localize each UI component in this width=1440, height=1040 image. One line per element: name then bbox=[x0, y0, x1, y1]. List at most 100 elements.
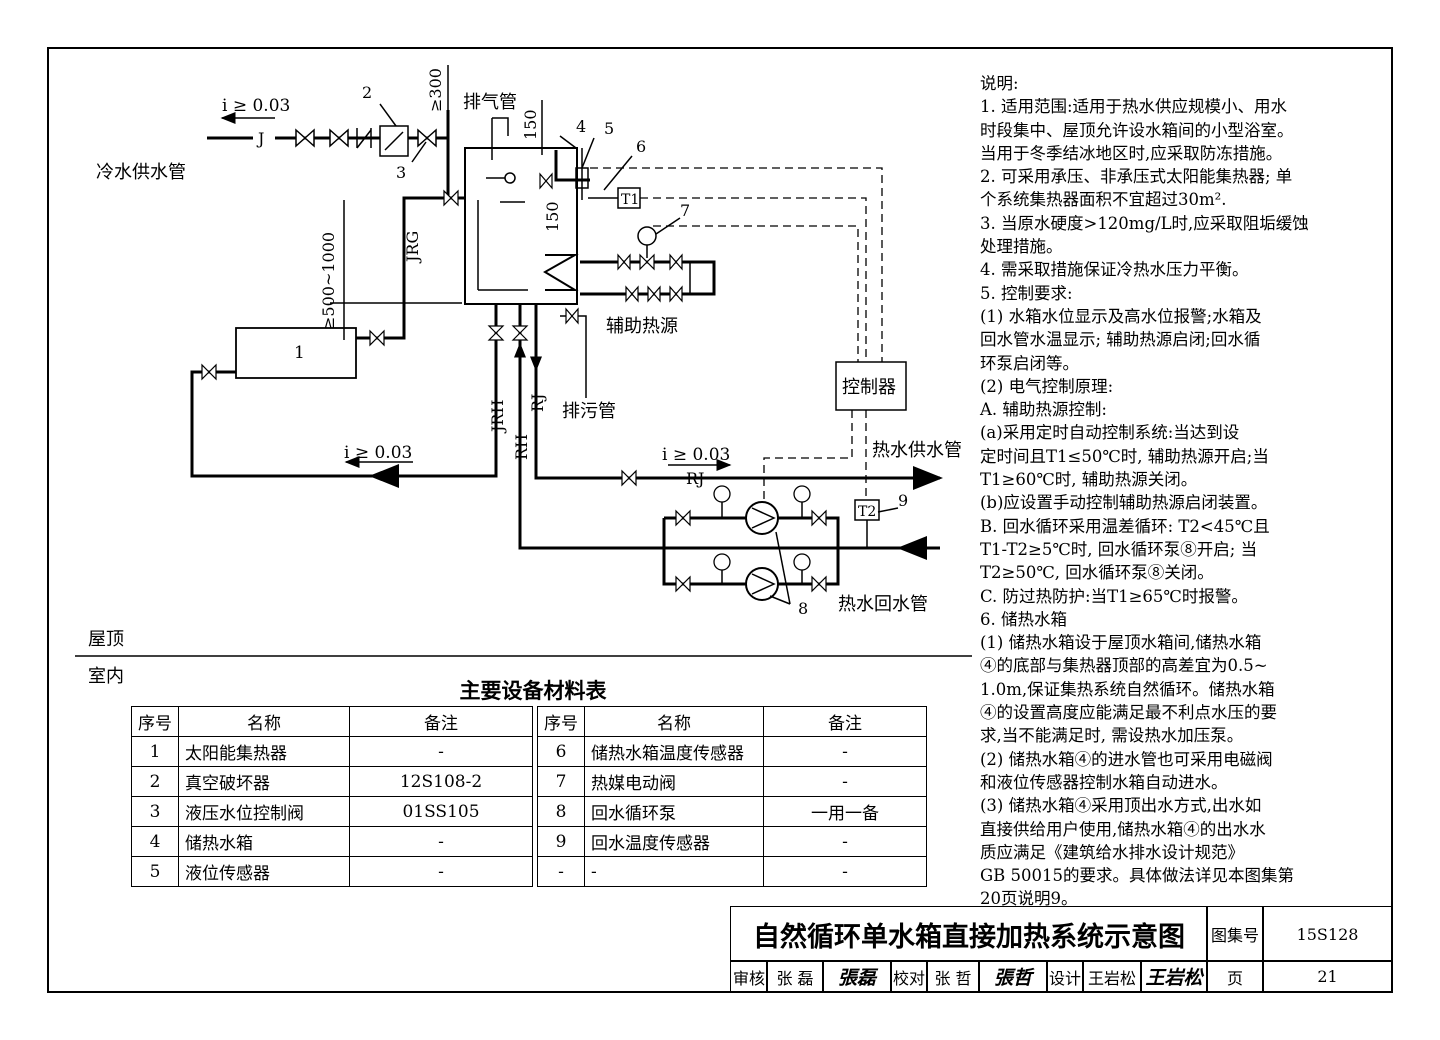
table-cell-no: 3 bbox=[131, 796, 179, 827]
valve-icon bbox=[639, 253, 655, 271]
pump-icon-lower bbox=[745, 567, 779, 601]
callout-5: 5 bbox=[581, 119, 614, 169]
note-line: 和液位传感器控制水箱自动进水。 bbox=[980, 772, 1228, 792]
note-line: C. 防过热防护:当T1≥65℃时报警。 bbox=[980, 586, 1248, 606]
note-line: 个系统集热器面积不宜超过30m². bbox=[980, 190, 1227, 210]
table-cell-name: 回水温度传感器 bbox=[584, 826, 764, 857]
note-line: 直接供给用户使用,储热水箱④的出水水 bbox=[980, 819, 1266, 839]
valve-icon bbox=[621, 469, 637, 487]
table-cell-no: 8 bbox=[537, 796, 585, 827]
dim-300-label: ≥300 bbox=[426, 68, 445, 112]
reviewer-signature: 張磊 bbox=[822, 960, 892, 993]
page-label: 页 bbox=[1206, 960, 1264, 993]
check-label: 校对 bbox=[890, 960, 928, 993]
svg-text:4: 4 bbox=[576, 117, 586, 136]
table-header: 序号 名称 备注 序号 名称 备注 bbox=[131, 706, 927, 737]
designer-signature: 王岩松 bbox=[1140, 960, 1208, 993]
roof-label: 屋顶 bbox=[88, 629, 124, 650]
notes-panel: 说明:1. 适用范围:适用于热水供应规模小、用水 时段集中、屋顶允许设水箱间的小… bbox=[980, 72, 1380, 911]
note-line: 求,当不能满足时, 需设热水加压泵。 bbox=[980, 726, 1244, 746]
table-cell-no: 1 bbox=[131, 736, 179, 767]
pipe-rh-label: RH bbox=[512, 434, 531, 460]
sensor-t1-label: T1 bbox=[621, 192, 639, 208]
table-cell-name: 热媒电动阀 bbox=[584, 766, 764, 797]
valve-icon bbox=[675, 509, 691, 527]
valve-icon bbox=[201, 363, 217, 381]
table-cell-remark: - bbox=[349, 736, 533, 767]
page-number: 21 bbox=[1262, 960, 1393, 993]
note-line: A. 辅助热源控制: bbox=[980, 400, 1107, 420]
note-line: T1≥60℃时, 辅助热源关闭。 bbox=[980, 470, 1198, 490]
valve-icon bbox=[669, 253, 683, 271]
table-cell-remark: - bbox=[349, 826, 533, 857]
table-cell-remark: 一用一备 bbox=[763, 796, 927, 827]
callout-6: 6 bbox=[603, 137, 646, 191]
valve-icon bbox=[295, 128, 315, 148]
note-line: GB 50015的要求。具体做法详见本图集第 bbox=[980, 866, 1295, 886]
note-line: 2. 可采用承压、非承压式太阳能集热器; 单 bbox=[980, 167, 1293, 187]
table-cell-name: 储热水箱温度传感器 bbox=[584, 736, 764, 767]
callout-7: 7 bbox=[655, 201, 690, 235]
table-cell-no: 6 bbox=[537, 736, 585, 767]
note-line: ④的设置高度应能满足最不利点水压的要 bbox=[980, 703, 1277, 723]
hot-supply-label: 热水供水管 bbox=[872, 440, 962, 461]
valve-icon bbox=[811, 509, 827, 527]
header-remark: 备注 bbox=[349, 706, 533, 737]
note-line: 环泵启闭等。 bbox=[980, 353, 1079, 373]
pressure-gauge-icon bbox=[793, 485, 811, 503]
valve-icon bbox=[669, 285, 683, 303]
note-line: (3) 储热水箱④采用顶出水方式,出水如 bbox=[980, 796, 1262, 816]
valve-icon bbox=[443, 189, 459, 207]
vacuum-breaker-icon bbox=[379, 125, 409, 157]
valve-icon bbox=[565, 307, 579, 325]
heat-exchanger-coil bbox=[543, 254, 579, 291]
table-cell-no: 4 bbox=[131, 826, 179, 857]
hot-return-label: 热水回水管 bbox=[838, 594, 928, 615]
svg-text:3: 3 bbox=[396, 163, 406, 182]
table-cell-name: 真空破坏器 bbox=[178, 766, 350, 797]
vent-pipe bbox=[491, 117, 509, 160]
pressure-gauge-icon bbox=[713, 553, 731, 571]
vent-pipe-label: 排气管 bbox=[463, 92, 517, 113]
slope-mid-label: i ≥ 0.03 bbox=[344, 443, 412, 463]
svg-text:5: 5 bbox=[604, 119, 614, 138]
callout-9: 9 bbox=[877, 491, 908, 513]
note-line: 3. 当原水硬度>120mg/L时,应采取阻垢缓蚀 bbox=[980, 213, 1309, 233]
pressure-gauge-icon bbox=[713, 485, 731, 503]
table-cell-name: 液压水位控制阀 bbox=[178, 796, 350, 827]
checker-signature: 張哲 bbox=[978, 960, 1048, 993]
svg-text:8: 8 bbox=[798, 599, 808, 618]
table-cell-remark: - bbox=[763, 766, 927, 797]
note-line: 说明: bbox=[980, 74, 1019, 93]
design-label: 设计 bbox=[1046, 960, 1084, 993]
drain-label: 排污管 bbox=[562, 401, 616, 422]
pressure-gauge-icon bbox=[793, 553, 811, 571]
pipe-rj-vertical-label: RJ bbox=[528, 394, 547, 412]
header-remark: 备注 bbox=[763, 706, 927, 737]
callout-3: 3 bbox=[396, 141, 427, 182]
note-line: (2) 储热水箱④的进水管也可采用电磁阀 bbox=[980, 749, 1273, 769]
pipe-jrh-label: JRH bbox=[488, 400, 507, 434]
atlas-label: 图集号 bbox=[1206, 906, 1264, 962]
note-line: (1) 储热水箱设于屋顶水箱间,储热水箱 bbox=[980, 633, 1262, 653]
valve-icon bbox=[487, 325, 505, 341]
note-line: 4. 需采取措施保证冷热水压力平衡。 bbox=[980, 260, 1249, 280]
valve-icon bbox=[539, 172, 553, 190]
note-line: (a)采用定时自动控制系统:当达到设 bbox=[980, 423, 1240, 443]
drawing-frame bbox=[47, 47, 1393, 993]
table-cell-remark: 12S108-2 bbox=[349, 766, 533, 797]
header-no: 序号 bbox=[537, 706, 585, 737]
svg-text:6: 6 bbox=[636, 137, 646, 156]
table-cell-remark: - bbox=[763, 856, 927, 887]
note-line: (2) 电气控制原理: bbox=[980, 376, 1114, 396]
table-cell-remark: - bbox=[349, 856, 533, 887]
solar-collector bbox=[235, 327, 357, 379]
valve-icon bbox=[617, 253, 631, 271]
dim-150b-label: 150 bbox=[543, 201, 562, 232]
valve-icon bbox=[625, 285, 639, 303]
valve-icon bbox=[647, 285, 661, 303]
